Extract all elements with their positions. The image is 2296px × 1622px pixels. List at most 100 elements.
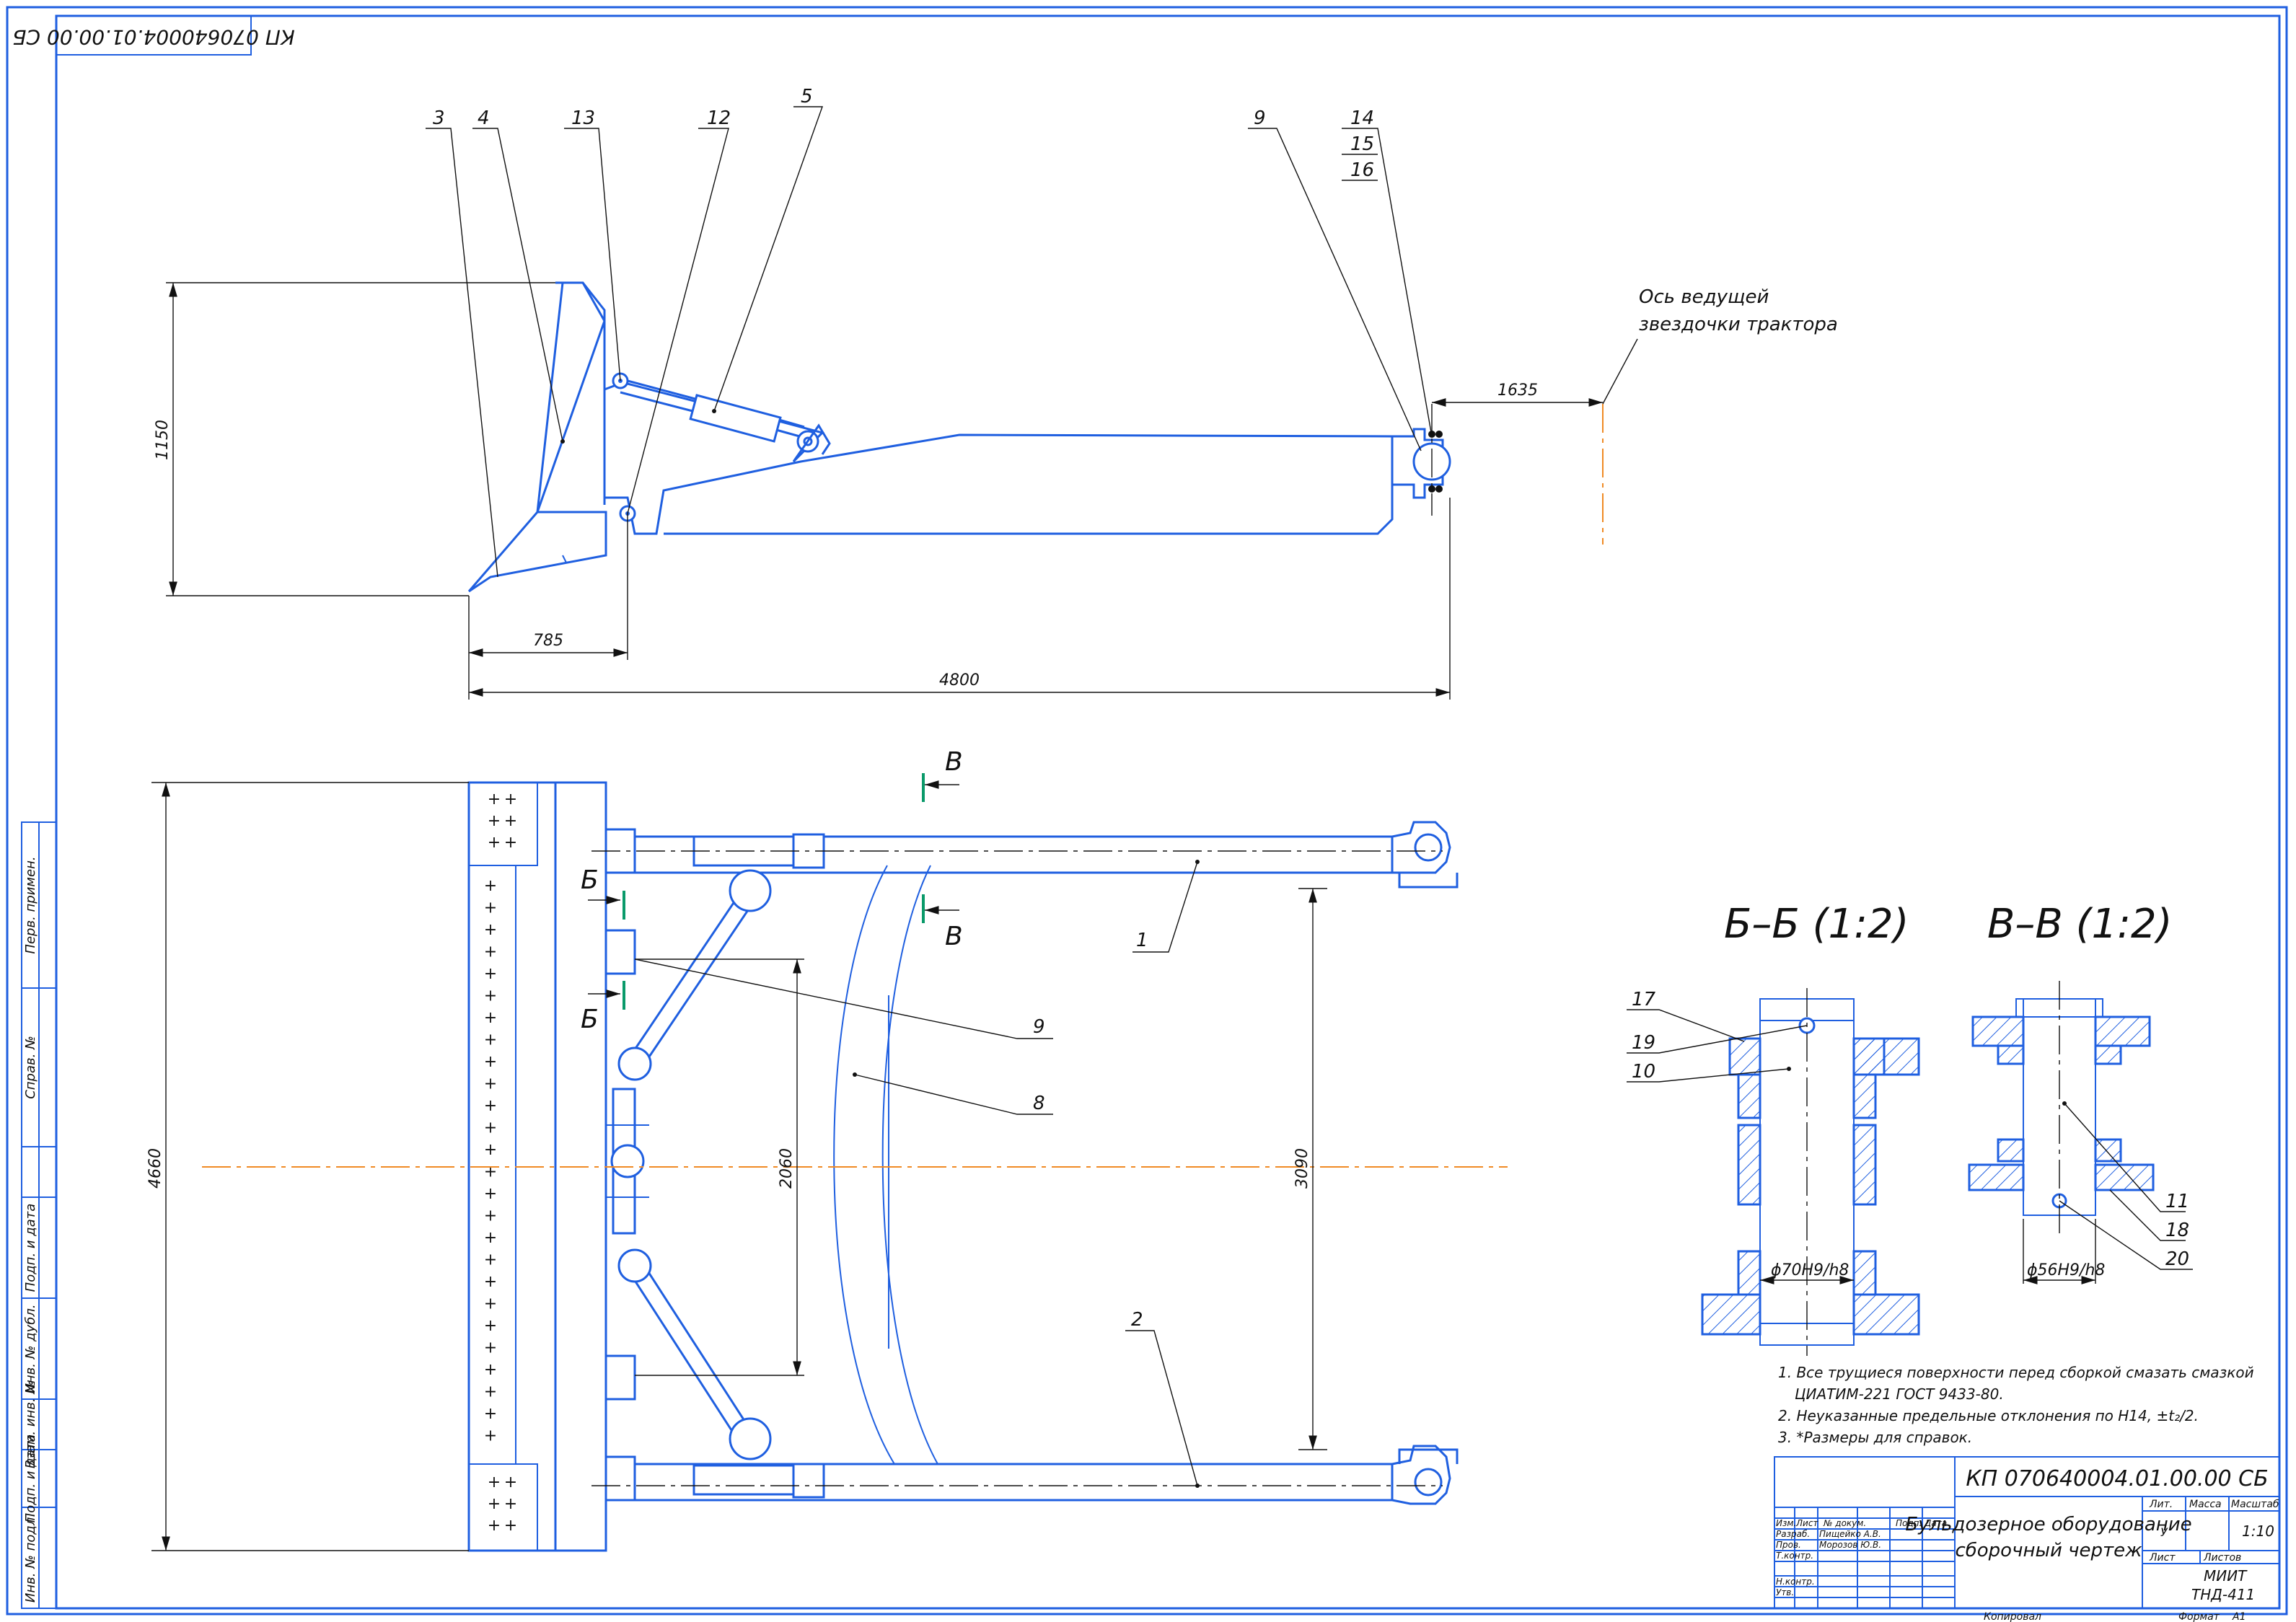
svg-text:4800: 4800 — [939, 671, 980, 689]
svg-text:Взам. инв. №: Взам. инв. № — [23, 1380, 38, 1468]
dim-1150: 1150 — [154, 282, 555, 596]
svg-text:16: 16 — [1350, 159, 1374, 181]
svg-text:У: У — [2160, 1525, 2168, 1539]
svg-text:18: 18 — [2165, 1220, 2189, 1241]
svg-text:Копировал: Копировал — [1984, 1611, 2041, 1622]
technical-notes: 1. Все трущиеся поверхности перед сборко… — [1778, 1364, 2254, 1446]
bolt-mark: + — [504, 834, 517, 852]
bolt-mark: + — [504, 1495, 517, 1513]
dim-4660: 4660 — [146, 782, 469, 1551]
svg-text:Утв.: Утв. — [1776, 1587, 1794, 1597]
svg-text:1: 1 — [1136, 930, 1148, 951]
svg-text:1635: 1635 — [1497, 382, 1538, 400]
bolt-mark: + — [484, 1207, 497, 1225]
axis-note-2: звездочки трактора — [1639, 314, 1838, 335]
bolt-mark: + — [484, 1251, 497, 1269]
bolt-mark: + — [484, 1361, 497, 1379]
leaders-plan: 1 2 9 8 — [634, 860, 1200, 1488]
bolt-mark: + — [484, 965, 497, 983]
bolt-mark: + — [484, 1317, 497, 1335]
svg-text:4660: 4660 — [146, 1148, 164, 1189]
bolt-mark: + — [484, 1097, 497, 1115]
svg-text:20: 20 — [2165, 1248, 2189, 1270]
svg-text:Морозов Ю.В.: Морозов Ю.В. — [1819, 1540, 1881, 1550]
svg-text:Инв. № подл.: Инв. № подл. — [23, 1513, 38, 1603]
dim-2060: 2060 — [635, 958, 804, 1376]
bolt-mark: + — [484, 1383, 497, 1401]
svg-text:Листов: Листов — [2203, 1552, 2241, 1564]
svg-text:785: 785 — [533, 632, 563, 650]
rear-trunnion-side — [1392, 404, 1451, 516]
bolt-mark: + — [504, 1517, 517, 1535]
bolt-mark: + — [488, 812, 501, 830]
bolt-mark: + — [488, 1495, 501, 1513]
svg-text:Б: Б — [581, 865, 599, 895]
arc-plate — [833, 865, 895, 1465]
svg-text:№ докум.: № докум. — [1823, 1518, 1866, 1528]
svg-text:9: 9 — [1033, 1016, 1045, 1038]
bolt-mark: + — [484, 1075, 497, 1093]
svg-text:Б: Б — [581, 1005, 599, 1034]
svg-text:Дата: Дата — [1924, 1518, 1947, 1528]
svg-text:3: 3 — [433, 107, 445, 129]
bolt-mark: + — [484, 899, 497, 917]
bolt-mark: + — [504, 790, 517, 808]
bolt-mark: + — [484, 1295, 497, 1313]
svg-text:Лит.: Лит. — [2149, 1499, 2173, 1510]
svg-text:Н.контр.: Н.контр. — [1776, 1577, 1815, 1587]
bolt-mark: + — [488, 790, 501, 808]
svg-text:Подп. и дата: Подп. и дата — [23, 1204, 38, 1292]
bolt-mark: + — [484, 987, 497, 1005]
top-stamp-text: КП 070640004.01.00.00 СБ — [12, 25, 294, 49]
svg-text:В: В — [945, 747, 963, 777]
outer-border — [6, 6, 2288, 1616]
svg-text:Формат: Формат — [2178, 1611, 2220, 1622]
svg-text:4: 4 — [478, 107, 490, 129]
bolt-mark: + — [504, 812, 517, 830]
svg-text:15: 15 — [1350, 133, 1374, 155]
svg-text:Лист: Лист — [1795, 1518, 1818, 1528]
svg-text:14: 14 — [1350, 107, 1374, 129]
side-view: 1150 785 4800 1635 Ось ведущей звездочки… — [154, 86, 1838, 700]
dim-1635: 1635 — [1432, 382, 1603, 407]
svg-text:А1: А1 — [2232, 1611, 2246, 1622]
bolt-mark: + — [484, 943, 497, 961]
bolt-mark: + — [484, 1339, 497, 1357]
svg-text:17: 17 — [1632, 989, 1656, 1010]
bolt-mark: + — [484, 1031, 497, 1049]
svg-text:12: 12 — [707, 107, 731, 129]
svg-text:9: 9 — [1254, 107, 1266, 129]
section-b-b: Б–Б (1:2) ϕ70H9/h8 17 19 10 — [1627, 901, 1920, 1356]
bolt-mark: + — [484, 1119, 497, 1137]
svg-text:Инв. № дубл.: Инв. № дубл. — [23, 1304, 38, 1393]
bolt-mark: + — [504, 1473, 517, 1491]
svg-text:ϕ70H9/h8: ϕ70H9/h8 — [1771, 1261, 1849, 1279]
bolt-mark: + — [484, 1273, 497, 1291]
tb-name-2: сборочный чертеж — [1955, 1540, 2142, 1561]
plan-view: ++++++++++++++++++++++++++++++++++++++ — [146, 747, 1508, 1552]
svg-text:3090: 3090 — [1293, 1148, 1311, 1189]
svg-text:В: В — [945, 922, 963, 951]
svg-text:Т.контр.: Т.контр. — [1776, 1551, 1813, 1561]
tb-code: КП 070640004.01.00.00 СБ — [1966, 1466, 2268, 1491]
axis-note-1: Ось ведущей — [1639, 286, 1769, 308]
svg-text:13: 13 — [571, 107, 595, 129]
svg-text:Справ. №: Справ. № — [23, 1036, 38, 1099]
svg-text:Лист: Лист — [2149, 1552, 2176, 1564]
svg-text:2: 2 — [1131, 1309, 1143, 1331]
svg-text:МИИТ: МИИТ — [2204, 1567, 2248, 1584]
top-stamp: КП 070640004.01.00.00 СБ — [12, 15, 295, 56]
struts — [604, 869, 772, 1460]
svg-text:Перв. примен.: Перв. примен. — [23, 856, 38, 953]
bolt-mark: + — [484, 921, 497, 939]
bolt-mark: + — [484, 1185, 497, 1203]
svg-text:8: 8 — [1033, 1093, 1045, 1114]
section-v-v: В–В (1:2) ϕ56H9/h8 11 18 20 — [1968, 901, 2193, 1284]
bolt-mark: + — [488, 1473, 501, 1491]
svg-text:10: 10 — [1632, 1061, 1655, 1083]
bolt-mark: + — [484, 1163, 497, 1181]
blade-bolt-pattern: ++++++++++++++++++++++++++++++++++++++ — [484, 790, 517, 1535]
svg-text:Подп. и дата: Подп. и дата — [23, 1434, 38, 1523]
svg-text:1. Все трущиеся поверхности пе: 1. Все трущиеся поверхности перед сборко… — [1778, 1364, 2254, 1381]
